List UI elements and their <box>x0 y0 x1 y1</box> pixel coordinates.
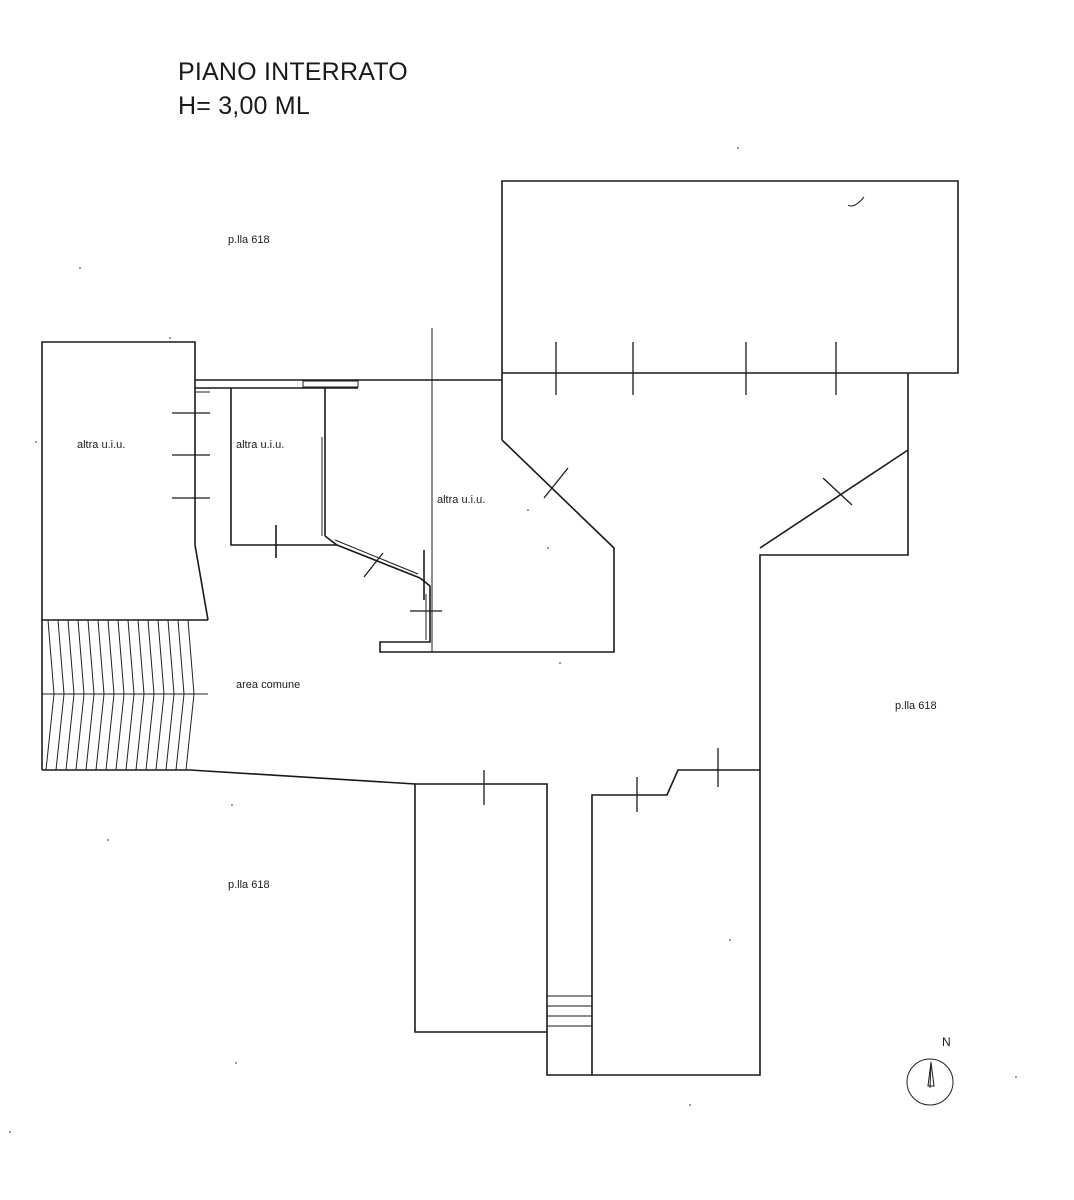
bottom-corridor-walls <box>42 748 761 1076</box>
plot-label-bottom: p.lla 618 <box>228 879 270 891</box>
right-unit-walls <box>324 535 442 653</box>
plot-label-top: p.lla 618 <box>228 234 270 246</box>
plot-label-right: p.lla 618 <box>895 700 937 712</box>
left-unit-door-ticks <box>172 412 210 499</box>
stair-hatch-line <box>175 619 185 771</box>
left-staircase <box>41 619 208 771</box>
stair-hatch-line <box>125 619 135 771</box>
stair-hatch-line <box>65 619 75 771</box>
plan-title: PIANO INTERRATO <box>178 58 408 86</box>
stair-hatch-line <box>115 619 125 771</box>
stair-hatch-line <box>45 619 55 771</box>
stair-hatch-line <box>155 619 165 771</box>
stair-hatch-line <box>145 619 155 771</box>
stair-hatch-line <box>75 619 85 771</box>
stair-hatch-line <box>165 619 175 771</box>
stair-hatch-line <box>85 619 95 771</box>
stair-hatch-line <box>105 619 115 771</box>
bottom-steps <box>547 995 592 1027</box>
stair-hatch-line <box>55 619 65 771</box>
stair-hatch-line <box>135 619 145 771</box>
common-area-label: area comune <box>236 679 301 691</box>
stair-hatch-line <box>95 619 105 771</box>
compass-label: N <box>942 1035 951 1049</box>
unit-label-left: altra u.i.u. <box>77 439 126 451</box>
center-unit-walls <box>230 388 337 558</box>
top-right-building <box>501 180 959 440</box>
top-corridor-walls <box>195 328 502 652</box>
central-common-area-walls <box>432 373 909 770</box>
scan-specks <box>9 147 1017 1133</box>
north-compass: N <box>906 1035 954 1106</box>
stair-hatch-line <box>185 619 195 771</box>
unit-label-center: altra u.i.u. <box>236 439 285 451</box>
left-unit-walls <box>41 341 210 621</box>
unit-label-right: altra u.i.u. <box>437 494 486 506</box>
ceiling-height: H= 3,00 ML <box>178 92 310 120</box>
